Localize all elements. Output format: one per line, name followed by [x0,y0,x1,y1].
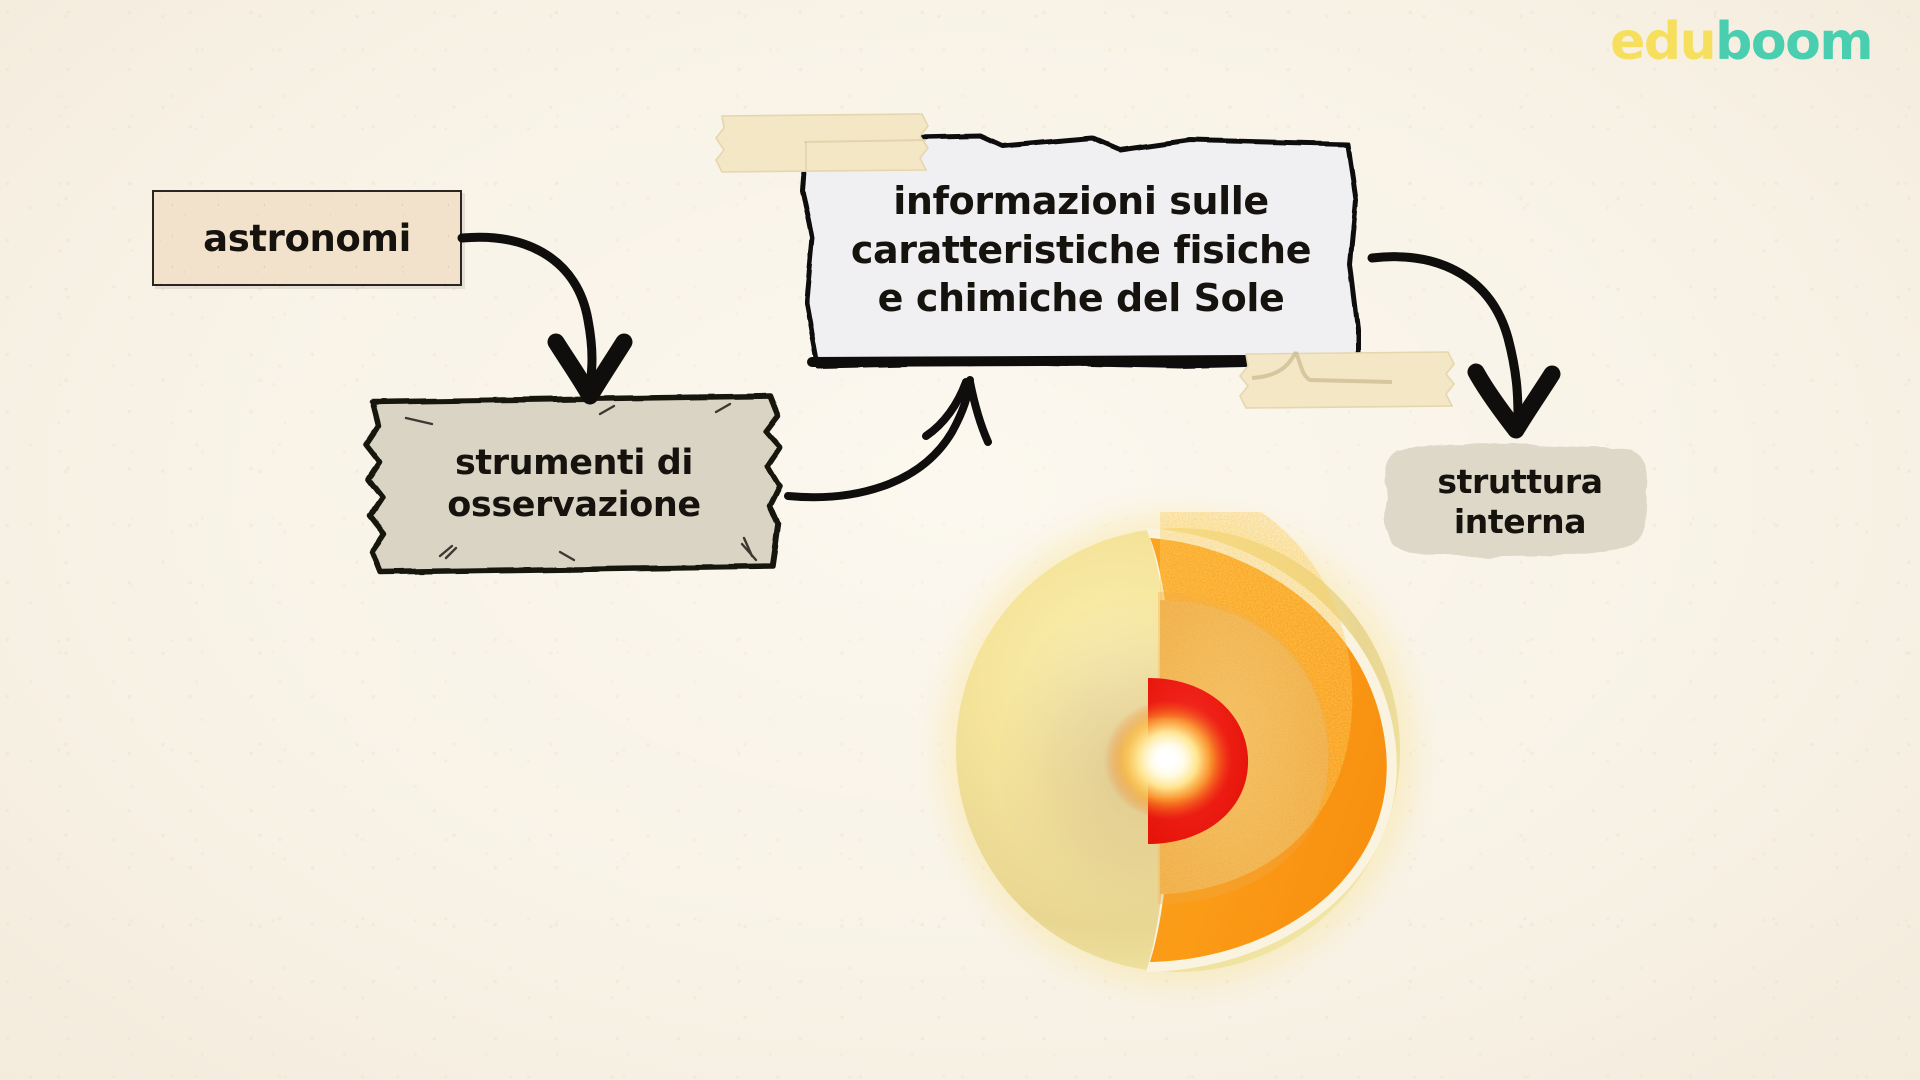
informazioni-label-line2: caratteristiche fisiche [850,227,1312,272]
struttura-label-line1: struttura [1437,462,1603,502]
logo-boom: boom [1715,12,1873,72]
node-strumenti-osservazione[interactable]: strumenti di osservazione [366,396,782,572]
eduboom-logo: eduboom [1610,16,1873,68]
informazioni-label: informazioni sulle caratteristiche fisic… [800,177,1362,323]
informazioni-label-line1: informazioni sulle [893,179,1269,224]
arrow-strumenti-to-informazioni [784,376,992,502]
node-astronomi[interactable]: astronomi [152,190,462,286]
strumenti-label-line1: strumenti di [454,443,694,483]
node-struttura-interna[interactable]: struttura interna [1400,446,1640,558]
astronomi-label: astronomi [203,216,411,260]
arrow-astronomi-to-strumenti [457,232,633,405]
node-informazioni[interactable]: informazioni sulle caratteristiche fisic… [800,132,1362,368]
strumenti-label-line2: osservazione [447,485,701,525]
arrow-informazioni-to-struttura [1367,252,1561,439]
struttura-label: struttura interna [1400,462,1640,541]
logo-edu: edu [1610,12,1717,72]
strumenti-label: strumenti di osservazione [366,442,782,526]
informazioni-label-line3: e chimiche del Sole [877,276,1285,321]
struttura-label-line2: interna [1453,502,1587,541]
